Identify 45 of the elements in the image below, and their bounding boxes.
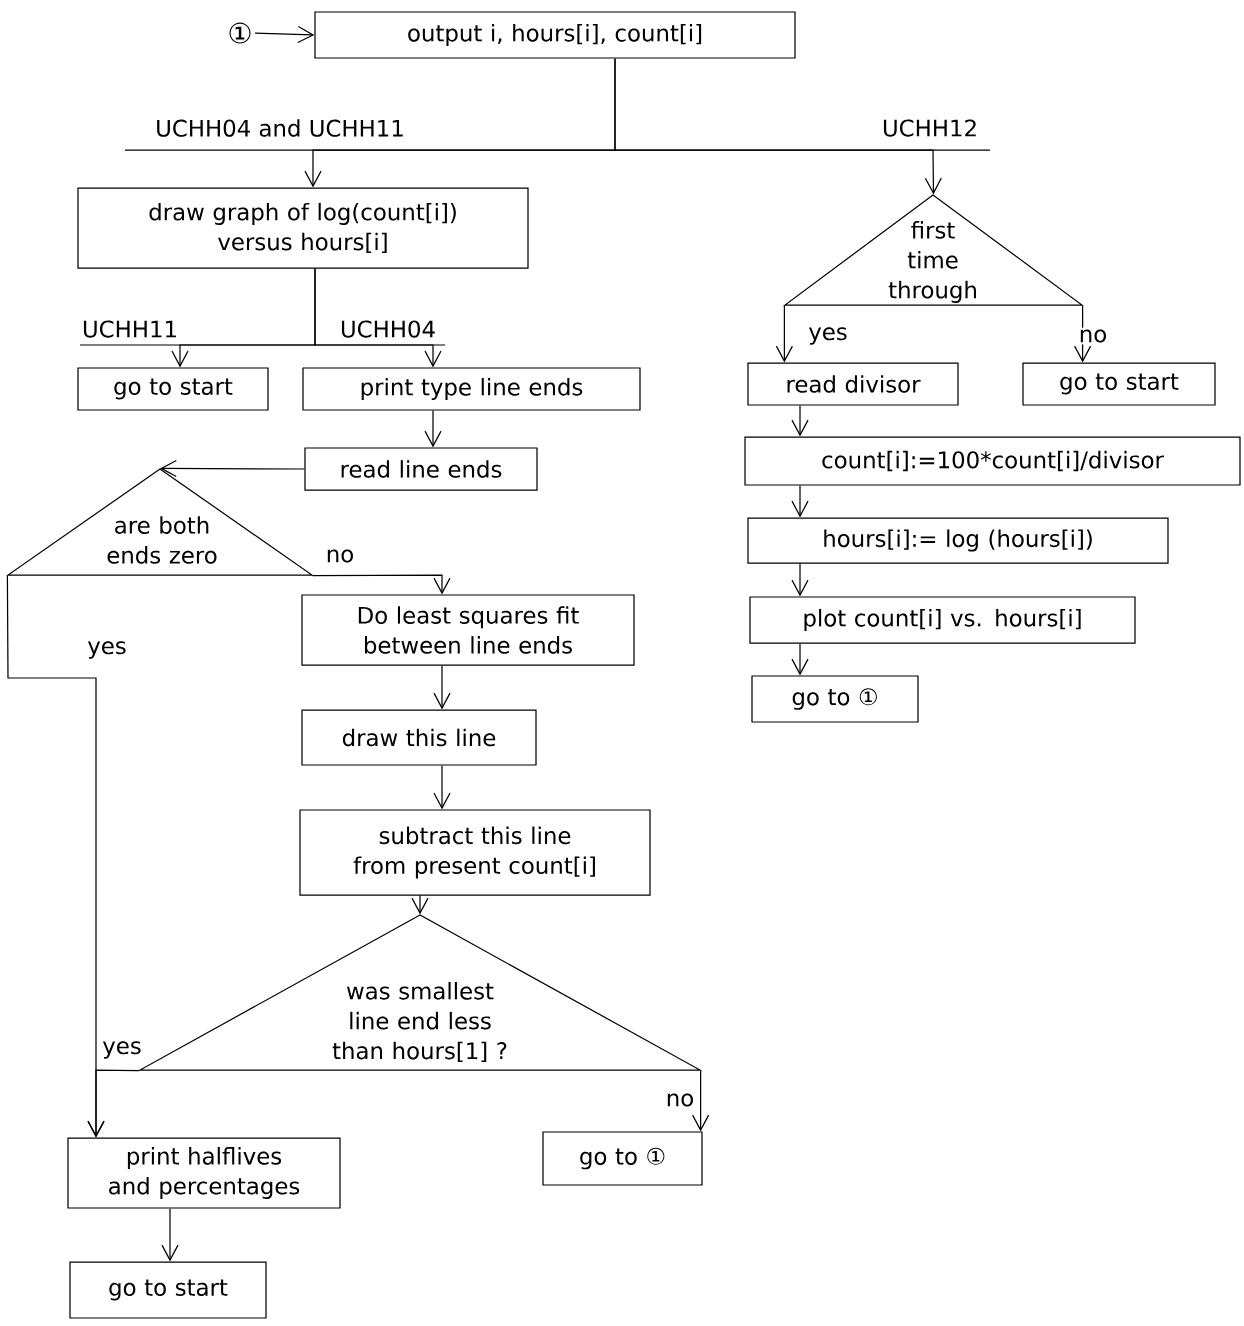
arrow [424,410,442,448]
edge-label: UCHH04 [338,318,438,340]
arrow [692,1070,710,1132]
process-box: read line ends [304,447,538,491]
process-box: go to start [69,1261,267,1319]
arrow [775,305,793,363]
edge-label: UCHH04 and UCHH11 [153,117,407,139]
arrow [1074,305,1092,363]
process-box: Do least squares fit between line ends [301,594,635,666]
process-box: draw graph of log(count[i]) versus hours[i] [77,187,529,269]
edge-label: no [324,547,356,565]
process-box: draw this line [301,709,537,766]
edge-label: UCHH11 [80,318,180,340]
arrow [791,563,809,597]
arrow [411,895,429,915]
process-box: hours[i]:= log (hours[i]) [747,517,1169,564]
arrow [87,1069,140,1138]
edge-label: no [664,1091,696,1109]
connector-symbol: ① [229,22,251,44]
arrow [791,405,809,437]
process-box: subtract this line from present count[i] [299,809,651,896]
edge-label: no [1077,327,1109,345]
process-box: count[i]:=100*count[i]/divisor [744,436,1241,486]
arrow [791,485,809,518]
process-box: print halflives and percentages [67,1137,341,1209]
process-box: plot count[i] vs. hours[i] [749,596,1136,644]
arrow [254,25,315,44]
process-box: go to ① [542,1131,703,1186]
process-box: print type line ends [302,367,641,411]
process-box: output i, hours[i], count[i] [314,11,796,59]
arrow [433,765,451,810]
arrow [791,643,809,676]
process-box: go to start [1022,362,1216,406]
arrow [614,58,942,195]
process-box: go to ① [751,675,919,723]
edge-label: UCHH12 [880,117,980,139]
arrow [314,268,442,368]
process-box: go to start [77,367,269,411]
arrow [312,574,451,595]
arrow [433,665,451,710]
edge-label: yes [85,639,129,661]
process-box: read divisor [747,362,959,406]
arrow [160,459,305,478]
arrow [161,1208,179,1262]
edge-label: yes [806,325,850,347]
